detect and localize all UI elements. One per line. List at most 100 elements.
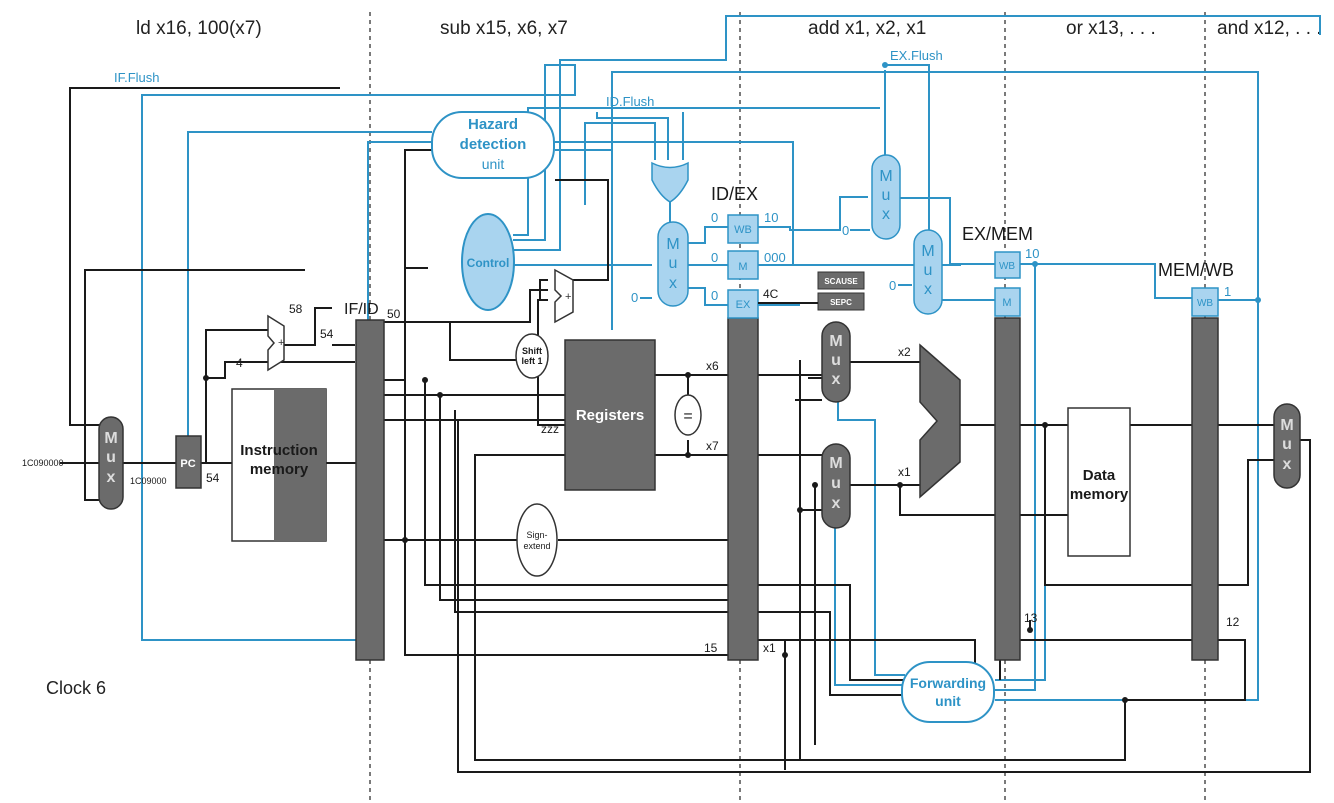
pc-mux-x: x: [107, 469, 116, 486]
value-pc-in: 1C090000: [22, 458, 64, 468]
control-mux-u: u: [669, 255, 678, 272]
mem-wb-label: MEM/WB: [1158, 260, 1234, 280]
wb-mux-m: M: [1280, 417, 1293, 434]
if-id-register: [355, 319, 385, 661]
alu-mux-top-u: u: [831, 352, 841, 369]
mem-wb-register: [1191, 317, 1219, 661]
if-flush-label: IF.Flush: [114, 70, 160, 85]
dmem-line-1: Data: [1083, 467, 1116, 484]
value-15: 15: [704, 641, 718, 655]
stage-mem-instruction: or x13, . . .: [1066, 18, 1156, 39]
value-13: 13: [1024, 611, 1038, 625]
equality-comparator: =: [674, 394, 702, 436]
ex-mem-m-text: M: [1002, 297, 1011, 309]
value-adder-out: 58: [289, 302, 303, 316]
mem-wb-wb-text: WB: [1197, 298, 1213, 309]
if-id-label: IF/ID: [344, 301, 379, 318]
scause-label: SCAUSE: [824, 277, 858, 286]
value-pc-next: 54: [206, 471, 220, 485]
value-four: 4: [236, 356, 243, 370]
ex-mem-m-field: [994, 287, 1021, 317]
ex-wb-mux-m: M: [879, 168, 892, 185]
stage-id-instruction: sub x15, x6, x7: [440, 18, 568, 39]
alu-mux-bottom-m: M: [829, 455, 842, 472]
value-pc-out: 1C09000: [130, 476, 167, 486]
scause-register: SCAUSE: [817, 271, 865, 290]
imem-line-1: Instruction: [240, 442, 318, 459]
value-ifid-pc: 54: [320, 327, 334, 341]
hazard-detection-unit: Hazard detection unit: [431, 111, 555, 179]
forwarding-unit: Forwarding unit: [901, 661, 995, 723]
value-exmem-wb: 10: [1025, 246, 1039, 261]
clock-label: Clock 6: [46, 678, 106, 698]
sepc-label: SEPC: [830, 298, 852, 307]
branch-adder-plus: +: [565, 291, 571, 303]
ex-m-mux-u: u: [924, 262, 933, 279]
ex-wb-mux-x: x: [882, 206, 890, 223]
program-counter: PC: [175, 435, 202, 489]
ex-m-mux-m: M: [921, 243, 934, 260]
instruction-memory: Instruction memory: [231, 388, 327, 542]
shift-line-1: Shift: [522, 346, 542, 356]
imem-line-2: memory: [250, 461, 309, 478]
pc-mux-u: u: [106, 449, 116, 466]
value-x7: x7: [706, 439, 719, 453]
id-ex-label: ID/EX: [711, 184, 758, 204]
control-mux-m: M: [666, 236, 679, 253]
sign-line-1: Sign-: [526, 530, 547, 540]
wb-mux-x: x: [1283, 456, 1292, 473]
pc-adder-plus: +: [278, 337, 284, 349]
equality-label: =: [683, 408, 692, 425]
ex-mem-wb-field: [994, 251, 1021, 279]
value-zzz: zzz: [541, 422, 559, 436]
id-ex-m-field: [727, 250, 759, 280]
sepc-register: SEPC: [817, 292, 865, 311]
alu-mux-top: M u x: [821, 321, 851, 403]
value-12: 12: [1226, 615, 1240, 629]
data-memory: Data memory: [1067, 407, 1131, 557]
ex-mem-label: EX/MEM: [962, 224, 1033, 244]
wb-mux: M u x: [1273, 403, 1301, 489]
pc-label: PC: [180, 458, 195, 470]
value-zero-f: 0: [889, 278, 896, 293]
mem-wb-wb-field: [1191, 287, 1219, 317]
value-x2: x2: [898, 345, 911, 359]
id-flush-label: ID.Flush: [606, 94, 654, 109]
ex-mem-wb-text: WB: [999, 261, 1015, 272]
value-4c: 4C: [763, 287, 779, 301]
control-mux-x: x: [669, 275, 677, 292]
stage-if-instruction: ld x16, 100(x7): [136, 18, 262, 39]
ex-m-mux: M u x: [913, 229, 943, 315]
id-ex-ex-text: EX: [736, 299, 751, 311]
sign-extend-unit: Sign- extend: [516, 503, 558, 577]
control-mux: M u x: [657, 221, 689, 307]
control-unit: Control: [461, 213, 515, 311]
ex-wb-mux-u: u: [882, 187, 891, 204]
dmem-line-2: memory: [1070, 486, 1129, 503]
flush-or-gate: [651, 161, 689, 203]
value-zero-a: 0: [631, 290, 638, 305]
value-zero-d: 0: [711, 288, 718, 303]
alu-mux-bottom-u: u: [831, 475, 841, 492]
wire-junctions: [203, 372, 1128, 703]
ex-m-mux-x: x: [924, 281, 932, 298]
id-ex-register: [727, 317, 759, 661]
control-wires: [141, 15, 1321, 701]
control-junctions: [882, 62, 1261, 303]
hazard-line-3: unit: [482, 156, 505, 172]
forwarding-line-2: unit: [935, 693, 961, 709]
value-x1-alu: x1: [898, 465, 911, 479]
registers-label: Registers: [576, 407, 644, 424]
stage-ex-instruction: add x1, x2, x1: [808, 18, 926, 39]
control-label: Control: [467, 256, 510, 270]
sign-line-2: extend: [523, 541, 550, 551]
stage-wb-instruction: and x12, . . .: [1217, 18, 1322, 39]
pc-mux-m: M: [104, 430, 117, 447]
alu-mux-top-m: M: [829, 333, 842, 350]
alu-mux-top-x: x: [832, 371, 841, 388]
hazard-line-2: detection: [460, 136, 527, 153]
alu-mux-bottom-x: x: [832, 495, 841, 512]
alu: [919, 343, 961, 499]
value-zero-b: 0: [711, 210, 718, 225]
